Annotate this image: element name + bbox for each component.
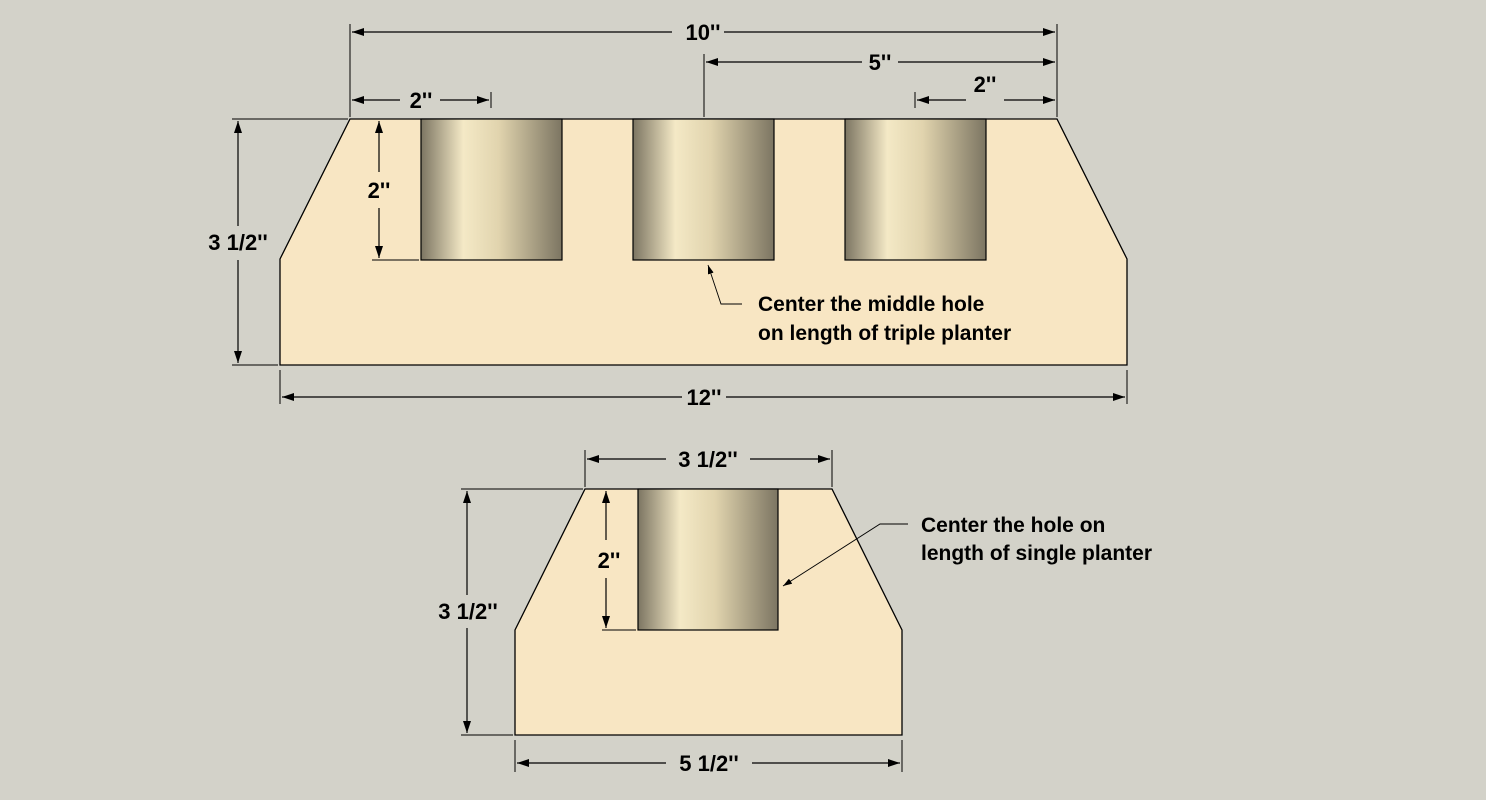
triple-note-line2: on length of triple planter [758, 322, 1011, 345]
triple-hole-middle [632, 118, 775, 261]
dim-label-hole-depth-triple: 2'' [368, 178, 391, 203]
triple-hole-left [420, 118, 563, 261]
single-note-line1: Center the hole on [921, 514, 1105, 537]
triple-planter: 10'' 5'' 2'' 2'' 2'' 3 1/2'' 12'' Center… [208, 20, 1128, 410]
dim-label-2in-left: 2'' [410, 88, 433, 113]
dim-label-5in: 5'' [869, 50, 892, 75]
dim-label-height-single: 3 1/2'' [438, 599, 497, 624]
dim-label-height-triple: 3 1/2'' [208, 230, 267, 255]
triple-note-leader [707, 264, 742, 305]
dim-label-12in: 12'' [687, 385, 722, 410]
single-planter: 3 1/2'' 2'' 3 1/2'' 5 1/2'' Center the h… [438, 447, 1152, 776]
single-note-leader [782, 523, 908, 587]
triple-note-line1: Center the middle hole [758, 293, 984, 316]
single-note-line2: length of single planter [921, 542, 1152, 565]
triple-hole-right [844, 118, 987, 261]
dim-label-hole-depth-single: 2'' [598, 548, 621, 573]
dim-label-10in: 10'' [686, 20, 721, 45]
single-hole [637, 488, 779, 631]
dim-label-hole-width-single: 3 1/2'' [678, 447, 737, 472]
dim-label-5-1-2in: 5 1/2'' [679, 751, 738, 776]
dim-label-2in-right: 2'' [974, 72, 997, 97]
